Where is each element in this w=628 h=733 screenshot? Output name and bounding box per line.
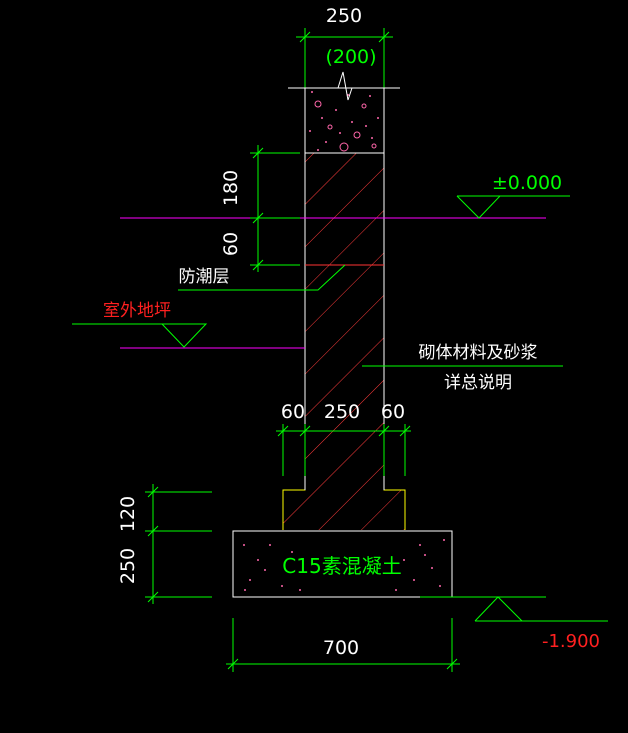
base-width-dimension [226,618,460,672]
damp-proof-leader [178,264,346,291]
height-120-label: 120 [117,496,139,532]
masonry-wall [282,88,406,530]
top-width-label: 250 [326,5,362,27]
level-mark-zero [456,195,570,219]
mid-left-label: 60 [281,401,305,423]
height-250-label: 250 [117,548,139,584]
height-180-label: 180 [220,170,242,206]
wall-height-dimensions [250,145,300,272]
footing-height-dimensions [145,484,212,604]
masonry-note-line2: 详总说明 [444,373,512,393]
outdoor-ground-label: 室外地坪 [103,301,171,321]
masonry-note-line1: 砌体材料及砂浆 [419,343,538,363]
top-width-alt-label: (200) [325,46,376,68]
mid-center-label: 250 [324,401,360,423]
level-bottom-label: -1.900 [542,631,600,652]
base-width-label: 700 [323,637,359,659]
level-zero-label: ±0.000 [492,172,562,194]
footing-material-label: C15素混凝土 [282,554,401,578]
mid-right-label: 60 [381,401,405,423]
top-width-dimension [288,28,400,101]
height-60-label: 60 [220,232,242,256]
level-mark-bottom [420,596,608,622]
wall-cap [304,87,385,154]
mid-width-dimension [276,424,411,476]
damp-proof-label: 防潮层 [179,267,230,287]
level-mark-outdoor [72,323,208,348]
concrete-footing [232,530,453,598]
